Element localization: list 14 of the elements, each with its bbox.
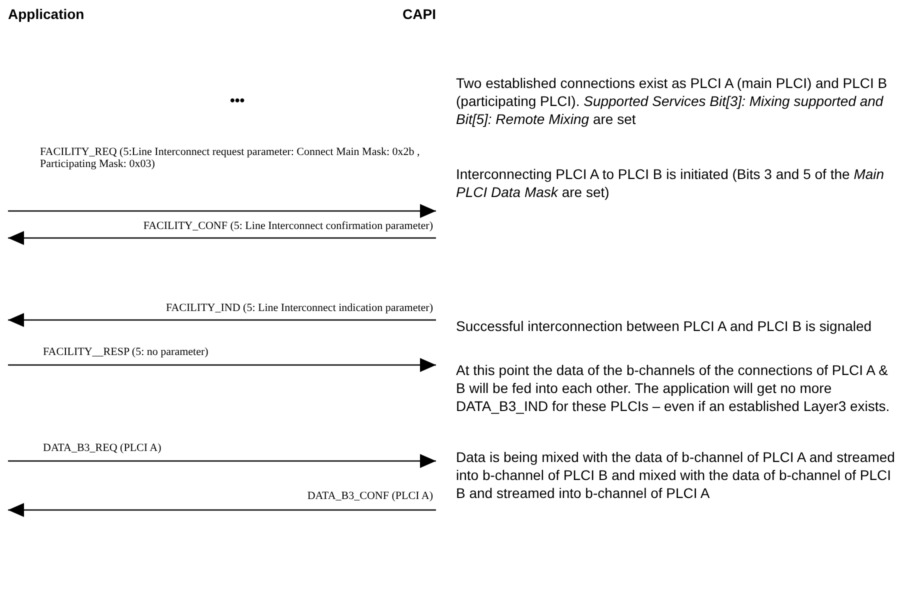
message-label: FACILITY_CONF (5: Line Interconnect confirmation parameter) <box>142 220 433 232</box>
message-label: FACILITY_REQ (5:Line Interconnect request parameter: Connect Main Mask: 0x2b , Participating Mask: 0x03) <box>40 146 421 170</box>
message-label: FACILITY_IND (5: Line Interconnect indication parameter) <box>164 302 433 314</box>
ellipsis: ••• <box>230 92 245 108</box>
message-label: DATA_B3_REQ (PLCI A) <box>43 442 162 454</box>
note-text: Interconnecting PLCI A to PLCI B is initiated (Bits 3 and 5 of the Main PLCI Data Mask are set) <box>456 165 886 201</box>
note-text: Two established connections exist as PLCI A (main PLCI) and PLCI B (participating PLCI). Supported Services Bit[3]: Mixing supported and Bit[5]: Remote Mixing are set <box>456 74 888 128</box>
message-label: DATA_B3_CONF (PLCI A) <box>306 490 433 502</box>
message-label: FACILITY__RESP (5: no parameter) <box>43 346 210 358</box>
lane-header: CAPI <box>402 6 436 22</box>
note-text: At this point the data of the b-channels of the connections of PLCI A & B will be fed into each other. The application will get no more DATA_B3_IND for these PLCIs – even if an established Layer3 exists. <box>456 361 891 415</box>
note-text: Data is being mixed with the data of b-channel of PLCI A and streamed into b-channel of PLCI B and mixed with the data of b-channel of PLCI B and streamed into b-channel of PLCI A <box>456 448 896 502</box>
lane-header: Application <box>8 6 84 22</box>
note-text: Successful interconnection between PLCI A and PLCI B is signaled <box>456 317 873 335</box>
